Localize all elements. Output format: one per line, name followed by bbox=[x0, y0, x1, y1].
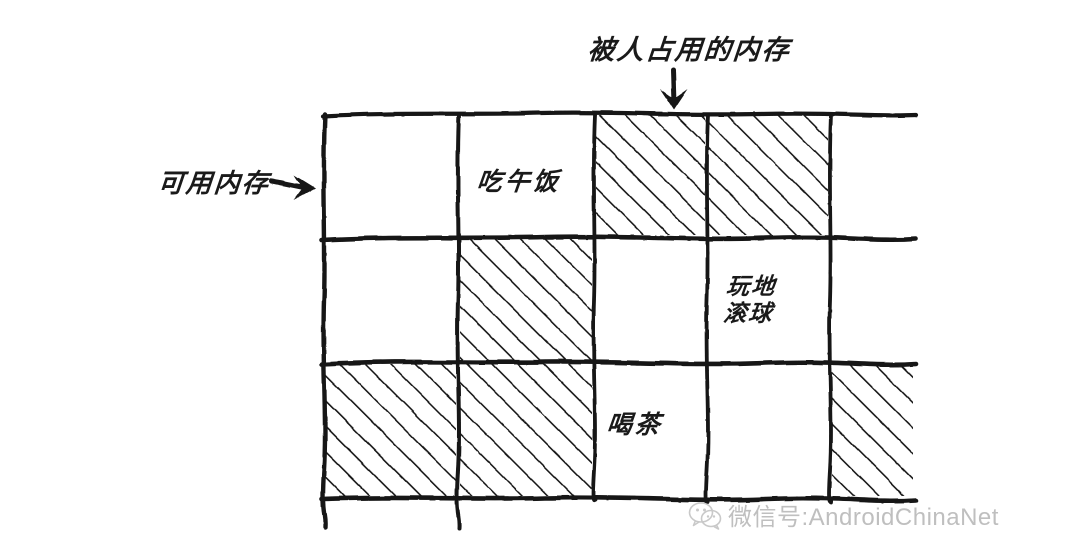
hatched-cell-r0c3 bbox=[709, 115, 828, 235]
grid-hline-1 bbox=[319, 234, 919, 243]
hatched-cell-r2c0 bbox=[325, 364, 456, 496]
grid-hline-top bbox=[320, 110, 919, 119]
grid-hline-bottom bbox=[319, 495, 919, 504]
arrow-right-icon bbox=[269, 175, 315, 200]
annotation-arrows bbox=[269, 67, 688, 200]
hatched-cell-r0c2 bbox=[596, 115, 705, 235]
hatched-cell-r1c1 bbox=[460, 239, 592, 360]
grid-hline-2 bbox=[319, 359, 919, 368]
cell-label-bowls: 玩地 滚球 bbox=[722, 273, 802, 327]
watermark-text: 微信号:AndroidChinaNet bbox=[728, 504, 999, 531]
grid-vline-2 bbox=[591, 113, 598, 503]
arrow-down-icon bbox=[660, 67, 688, 110]
grid-vline-left bbox=[320, 111, 328, 530]
grid-vline-4 bbox=[827, 113, 834, 505]
watermark: 微信号:AndroidChinaNet bbox=[688, 497, 999, 532]
cell-label-bowls-line2: 滚球 bbox=[722, 301, 775, 326]
label-available-memory: 可用内存 bbox=[156, 169, 272, 198]
wechat-icon bbox=[688, 501, 722, 530]
hatched-cells bbox=[325, 115, 913, 496]
hatched-cell-r2c1 bbox=[460, 364, 592, 496]
cell-label-tea: 喝茶 bbox=[605, 412, 665, 439]
label-occupied-memory: 被人占用的内存 bbox=[586, 35, 793, 65]
grid-vline-1 bbox=[455, 112, 462, 530]
hatched-cell-r2c4 bbox=[832, 364, 913, 496]
grid-vline-3 bbox=[704, 113, 711, 504]
cell-label-lunch: 吃午饭 bbox=[475, 169, 563, 196]
cell-label-bowls-line1: 玩地 bbox=[725, 274, 778, 299]
grid-lines bbox=[319, 110, 919, 530]
